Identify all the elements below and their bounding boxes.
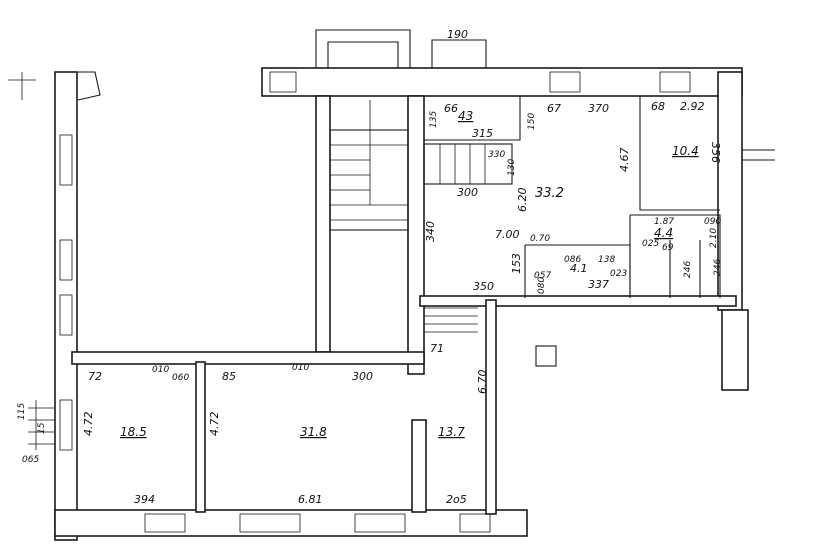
small-room-43 <box>424 96 521 141</box>
dim-2-92: 2.92 <box>680 100 705 113</box>
room-area-31-8: 31.8 <box>300 425 327 439</box>
dim-337: 337 <box>588 278 609 291</box>
room-area-43: 43 <box>458 109 473 123</box>
entrance-steps <box>424 307 478 333</box>
dim-6-81: 6.81 <box>298 493 323 506</box>
dim-68: 68 <box>651 100 665 113</box>
dim-4-72-left: 4.72 <box>82 412 95 437</box>
dim-086: 086 <box>564 255 581 265</box>
dim-130: 130 <box>507 159 517 176</box>
dim-69: 69 <box>662 243 674 253</box>
dim-025: 025 <box>642 239 659 249</box>
room-area-33-2: 33.2 <box>535 186 564 201</box>
dim-350: 350 <box>473 280 494 293</box>
room-area-10-4: 10.4 <box>672 144 699 158</box>
stair-left-wall <box>315 95 331 353</box>
lower-right-wall <box>485 299 497 515</box>
dim-315: 315 <box>472 127 493 140</box>
dim-2o5: 2o5 <box>446 493 467 506</box>
dim-330: 330 <box>488 150 505 160</box>
dim-023: 023 <box>610 269 627 279</box>
upper-bottom-wall <box>419 295 737 307</box>
dim-66: 66 <box>444 102 458 115</box>
dim-135: 135 <box>429 111 439 128</box>
room-area-4-4: 4.4 <box>654 226 673 240</box>
dim-4-72-mid: 4.72 <box>208 412 221 437</box>
left-wall-niche <box>28 400 55 450</box>
dim-2-10: 2.10 <box>709 228 719 248</box>
dim-246-b: 246 <box>713 259 723 276</box>
dim-138: 138 <box>598 255 615 265</box>
room-area-4-1: 4.1 <box>570 262 588 275</box>
dim-115: 115 <box>17 403 27 420</box>
dim-057: 057 <box>534 271 551 281</box>
stair-right-wall <box>407 95 425 375</box>
column <box>535 345 557 367</box>
bath-block <box>524 244 631 298</box>
top-porch <box>431 39 487 68</box>
dim-010-b: 010 <box>292 363 309 373</box>
dim-153: 153 <box>510 253 523 274</box>
right-pilaster <box>721 309 749 391</box>
walls <box>54 67 749 541</box>
partition-31-13 <box>411 419 427 513</box>
dim-4-67: 4.67 <box>618 148 631 173</box>
dim-71: 71 <box>430 342 444 355</box>
top-exterior-wall <box>261 67 743 97</box>
dim-010-a: 010 <box>152 365 169 375</box>
dim-190: 190 <box>447 28 468 41</box>
dim-6-20: 6.20 <box>516 188 529 213</box>
dim-300-lower: 300 <box>352 370 373 383</box>
north-arrow <box>8 72 36 100</box>
dim-85: 85 <box>222 370 236 383</box>
dim-356: 356 <box>709 142 722 163</box>
dim-370: 370 <box>588 102 609 115</box>
dim-300-upper: 300 <box>457 186 478 199</box>
top-windows <box>269 71 691 93</box>
room-area-18-5: 18.5 <box>120 425 147 439</box>
left-exterior-wall <box>54 71 78 541</box>
dim-72: 72 <box>88 370 102 383</box>
dim-0-70: 0.70 <box>530 234 550 244</box>
room-area-13-7: 13.7 <box>438 425 465 439</box>
bottom-windows <box>144 513 491 533</box>
right-entry-step <box>742 149 775 161</box>
dim-1-87: 1.87 <box>654 217 674 227</box>
room-104-walls <box>639 96 720 211</box>
staircase <box>329 100 409 231</box>
dim-065: 065 <box>22 455 39 465</box>
dim-67: 67 <box>547 102 561 115</box>
dim-080: 080 <box>537 277 547 294</box>
dim-394: 394 <box>134 493 155 506</box>
top-bay <box>315 29 411 68</box>
middle-wall <box>71 351 425 365</box>
dim-15: 15 <box>37 422 47 434</box>
left-top-edge <box>55 71 101 101</box>
dim-246-a: 246 <box>683 261 693 278</box>
dim-7-00: 7.00 <box>495 228 520 241</box>
dim-340: 340 <box>424 221 437 242</box>
partition-18-31 <box>195 361 206 513</box>
inner-stair <box>423 143 513 185</box>
wc-block <box>629 214 721 298</box>
dim-6-70: 6.70 <box>476 370 489 395</box>
dim-060: 060 <box>172 373 189 383</box>
left-windows <box>59 134 73 451</box>
dim-150: 150 <box>527 113 537 130</box>
dim-090: 090 <box>704 217 721 227</box>
